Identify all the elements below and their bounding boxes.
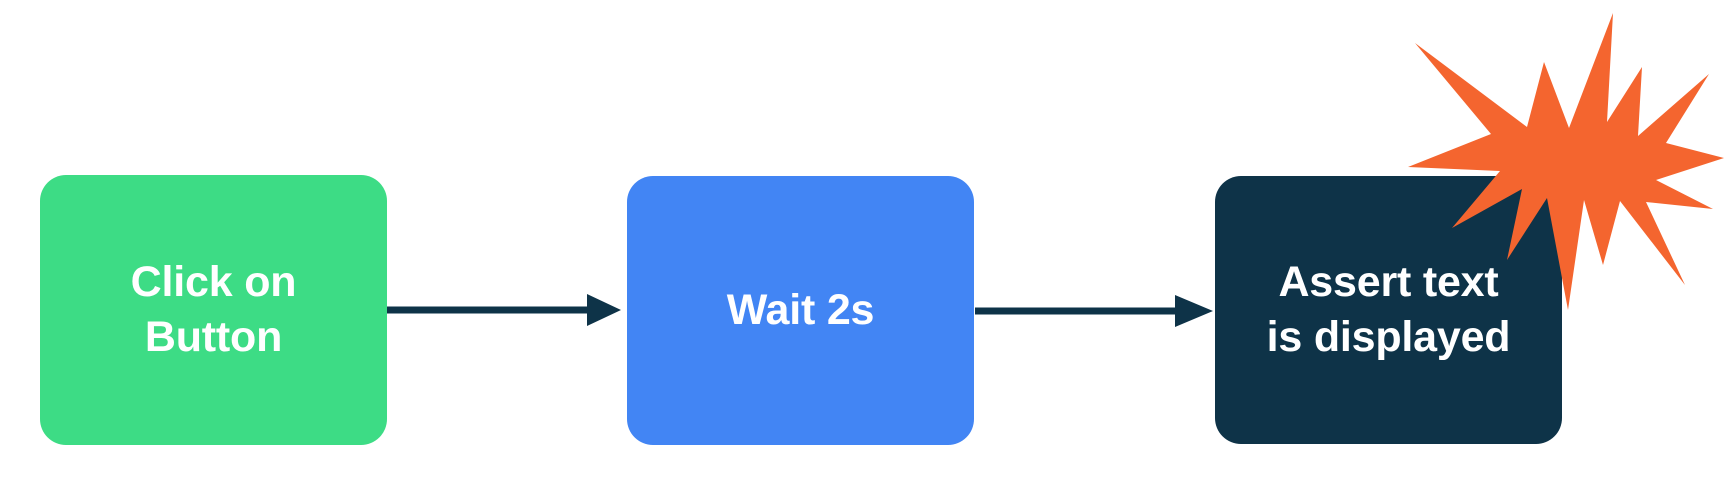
arrowhead-icon	[1175, 295, 1213, 327]
connector-wait-to-assert	[975, 295, 1213, 327]
connector-click-to-wait	[387, 294, 621, 326]
node-label: Assert text is displayed	[1266, 257, 1511, 361]
node-label: Wait 2s	[726, 285, 875, 334]
node-label: Click on Button	[130, 257, 297, 361]
node-assert-text-is-displayed[interactable]: Assert text is displayed	[1215, 176, 1562, 444]
node-wait-2s[interactable]: Wait 2s	[627, 176, 974, 445]
node-click-on-button[interactable]: Click on Button	[40, 175, 387, 445]
arrowhead-icon	[587, 294, 621, 326]
starburst-shape	[1408, 13, 1724, 310]
starburst-icon	[1408, 13, 1724, 310]
